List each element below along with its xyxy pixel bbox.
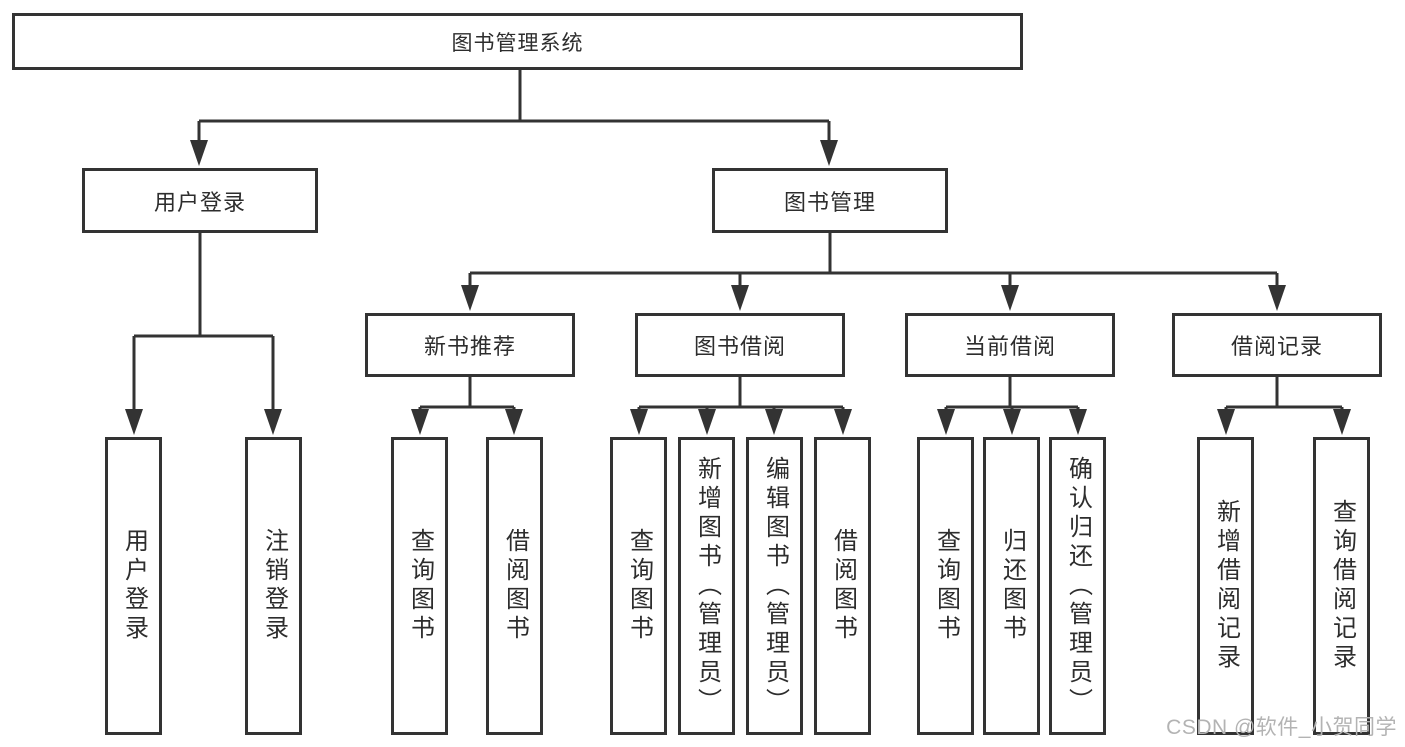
leaf-newbook-query-books: 查询图书: [391, 437, 448, 735]
leaf-label: 注销登录: [260, 528, 288, 644]
node-book-borrowing: 图书借阅: [635, 313, 845, 377]
node-label: 图书管理: [783, 189, 876, 215]
leaf-label: 新增借阅记录: [1212, 499, 1240, 673]
leaf-borrow-query-books: 查询图书: [610, 437, 667, 735]
leaf-current-query-books: 查询图书: [917, 437, 974, 735]
node-label: 新书推荐: [423, 334, 516, 359]
leaf-newbook-borrow-books: 借阅图书: [486, 437, 543, 735]
node-user-login: 用户登录: [82, 168, 318, 233]
leaf-label: 归还图书: [998, 528, 1026, 644]
leaf-label: 查询图书: [406, 528, 434, 644]
leaf-label: 查询图书: [932, 528, 960, 644]
node-new-book-recommend: 新书推荐: [365, 313, 575, 377]
leaf-borrow-add-books-admin: 新增图书（管理员）: [678, 437, 735, 735]
leaf-label: 用户登录: [120, 528, 148, 644]
node-book-management: 图书管理: [712, 168, 948, 233]
leaf-current-return-books: 归还图书: [983, 437, 1040, 735]
leaf-label: 编辑图书（管理员）: [761, 455, 789, 717]
leaf-user-login: 用户登录: [105, 437, 162, 735]
leaf-label: 借阅图书: [501, 528, 529, 644]
leaf-label: 借阅图书: [829, 528, 857, 644]
csdn-watermark: CSDN @软件_小贺同学: [1166, 716, 1397, 739]
node-label: 当前借阅: [963, 334, 1056, 359]
node-book-management-system: 图书管理系统: [12, 13, 1023, 70]
node-current-borrowing: 当前借阅: [905, 313, 1115, 377]
leaf-records-add-record: 新增借阅记录: [1197, 437, 1254, 735]
node-borrowing-records: 借阅记录: [1172, 313, 1382, 377]
node-label: 借阅记录: [1230, 334, 1323, 359]
leaf-label: 确认归还（管理员）: [1064, 455, 1092, 717]
leaf-label: 查询图书: [625, 528, 653, 644]
leaf-records-query-record: 查询借阅记录: [1313, 437, 1370, 735]
leaf-logout: 注销登录: [245, 437, 302, 735]
leaf-label: 新增图书（管理员）: [693, 455, 721, 717]
node-label: 用户登录: [153, 189, 246, 215]
node-label: 图书借阅: [693, 334, 786, 359]
leaf-label: 查询借阅记录: [1328, 499, 1356, 673]
leaf-borrow-edit-books-admin: 编辑图书（管理员）: [746, 437, 803, 735]
leaf-current-confirm-return-admin: 确认归还（管理员）: [1049, 437, 1106, 735]
node-label: 图书管理系统: [451, 31, 584, 55]
leaf-borrow-borrow-books: 借阅图书: [814, 437, 871, 735]
